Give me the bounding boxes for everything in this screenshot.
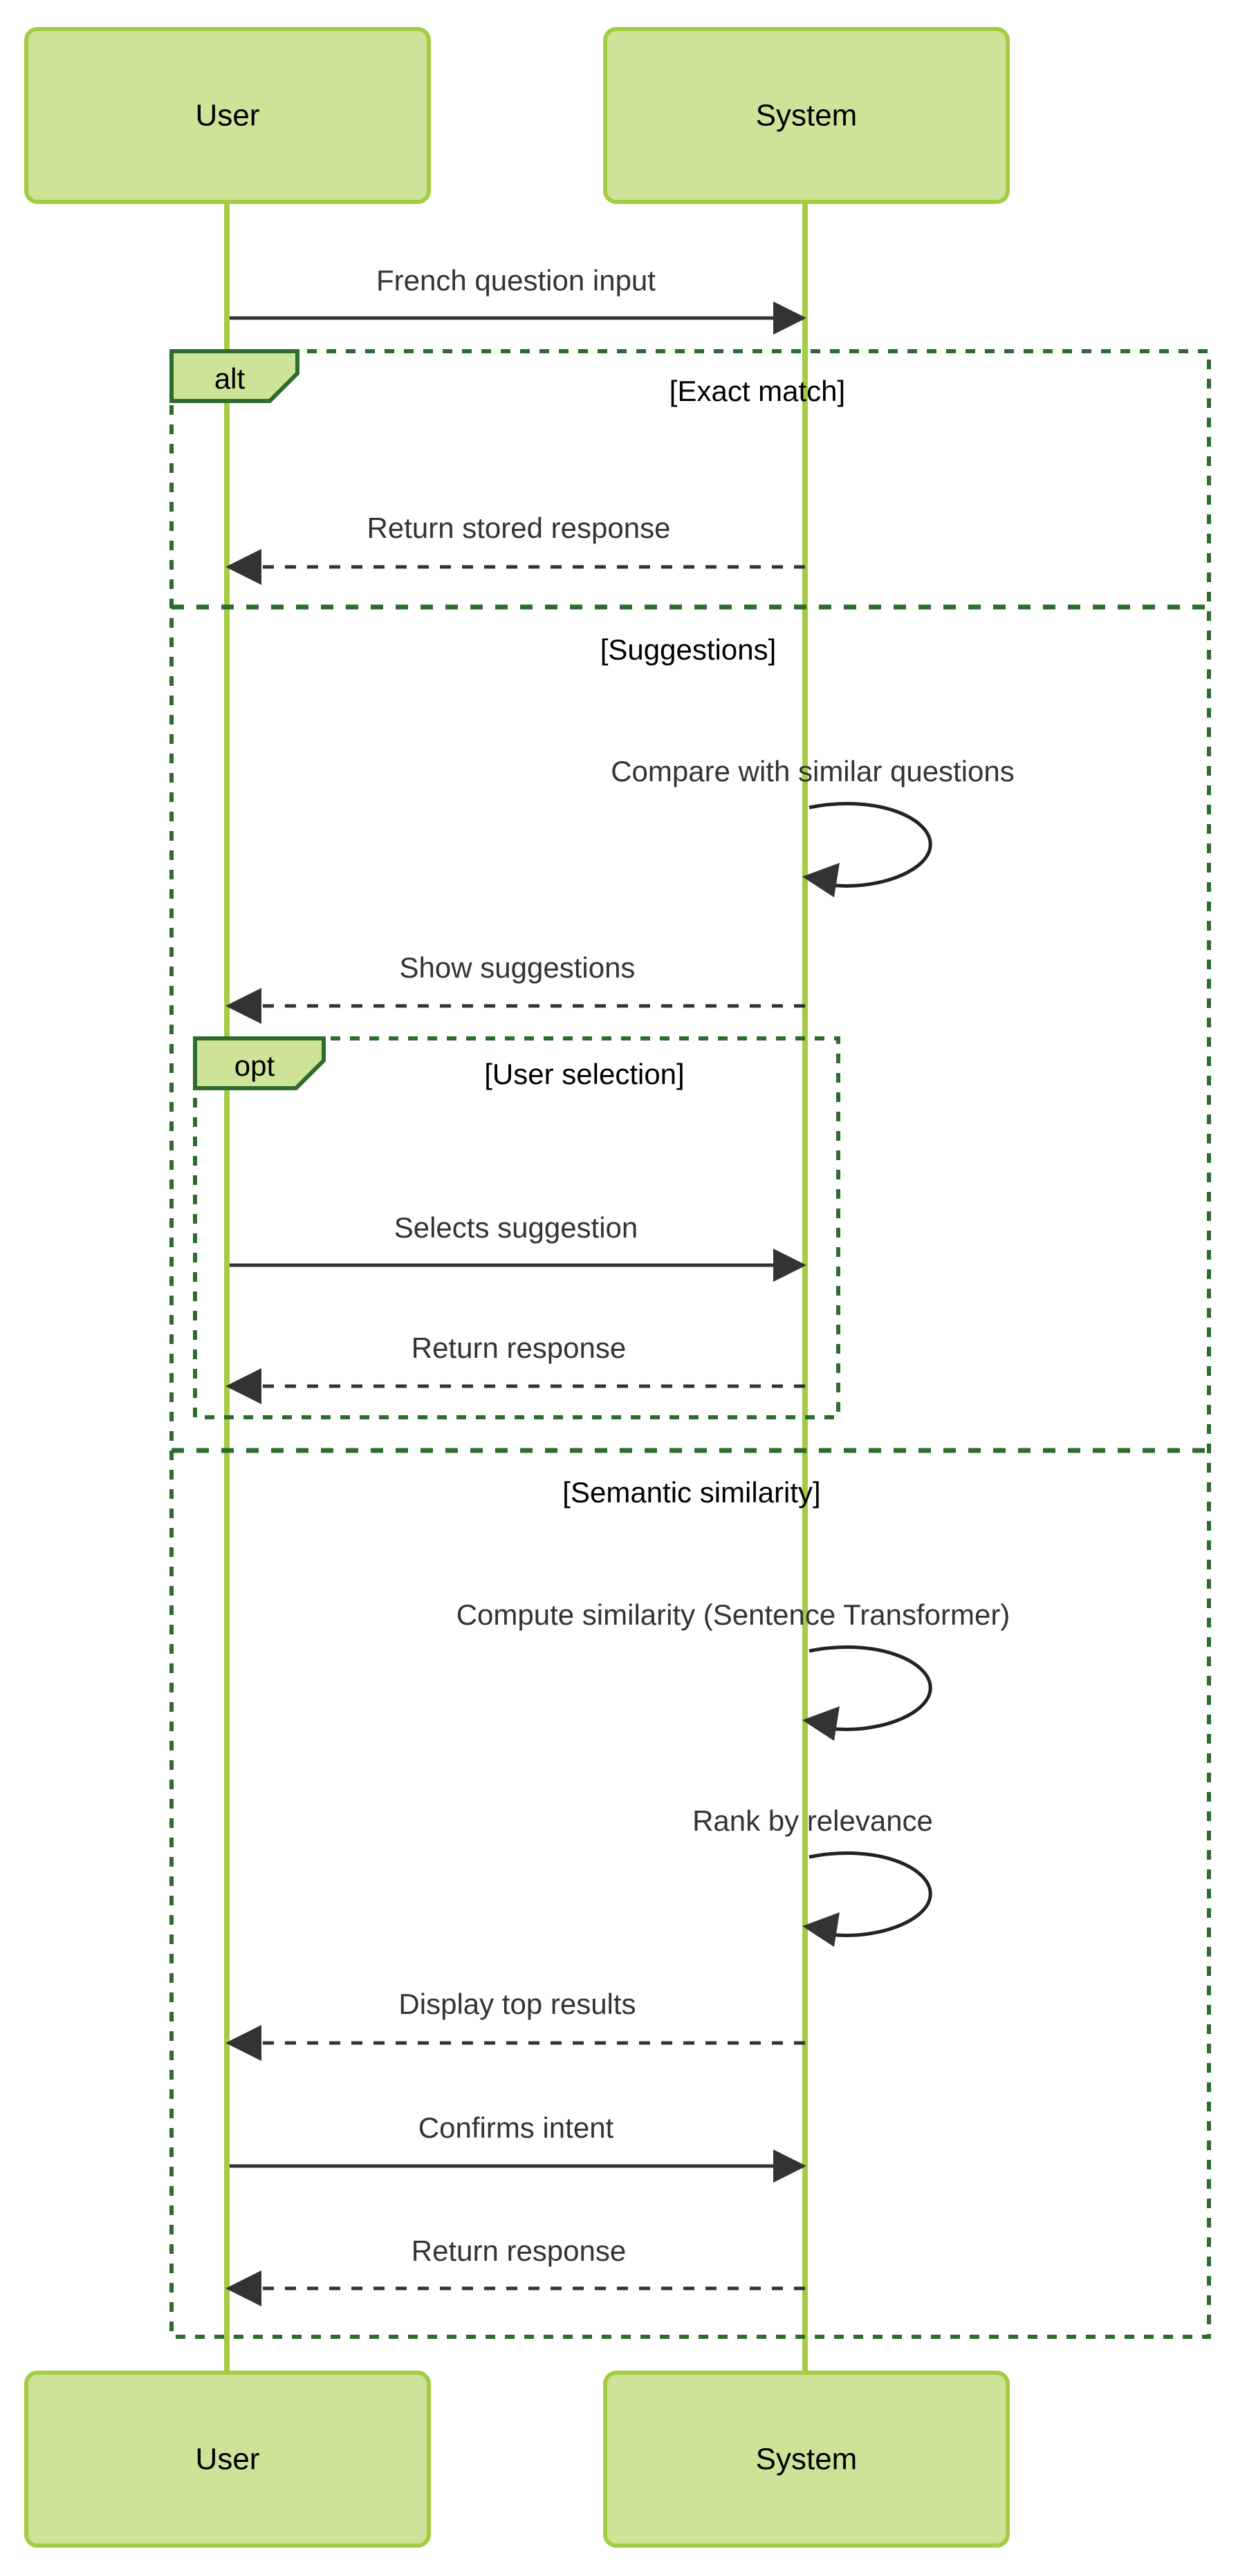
arrowhead-left-return-stored-response xyxy=(225,549,261,585)
fragment-frame-alt xyxy=(169,349,1211,2339)
participant-box-system-bottom[interactable]: System xyxy=(603,2371,1010,2548)
message-label-return-response-opt: Return response xyxy=(412,1332,627,1364)
top-participants-group: User System xyxy=(24,27,1010,204)
arrowhead-left-show-suggestions xyxy=(225,988,261,1024)
message-selects-suggestion: Selects suggestion xyxy=(230,1211,806,1282)
message-label-confirms-intent: Confirms intent xyxy=(418,2111,614,2144)
message-compare-with-similar-questions: Compare with similar questions xyxy=(611,755,1015,897)
message-label-selects-suggestion: Selects suggestion xyxy=(394,1211,638,1244)
fragment-tab-opt-shape xyxy=(193,1036,326,1090)
lifelines-group xyxy=(224,200,808,2371)
participant-box-system-top[interactable]: System xyxy=(603,27,1010,204)
arrowhead-left-return-response-opt xyxy=(225,1368,261,1404)
arrowhead-right-selects-suggestion xyxy=(773,1249,806,1282)
participant-label-user-top: User xyxy=(196,99,260,133)
self-loop-compare-with-similar-questions xyxy=(809,801,932,888)
participant-label-system-bottom: System xyxy=(756,2443,858,2476)
arrowhead-self-compute-similarity xyxy=(802,1706,840,1741)
self-loop-rank-by-relevance xyxy=(809,1851,932,1937)
arrowhead-self-compare-with-similar-questions xyxy=(802,863,840,897)
message-french-question-input: French question input xyxy=(230,264,806,335)
participant-rect-user-top[interactable] xyxy=(24,27,431,204)
participant-label-system-top: System xyxy=(756,99,858,133)
message-return-response-final: Return response xyxy=(225,2234,805,2306)
message-return-stored-response: Return stored response xyxy=(225,512,805,585)
fragment-opt-user-selection: opt [User selection] Selects suggestion … xyxy=(193,1036,840,1419)
participant-box-user-bottom[interactable]: User xyxy=(24,2371,431,2548)
fragment-tab-alt-label: alt xyxy=(214,362,246,395)
arrowhead-right-confirms-intent xyxy=(773,2149,806,2183)
message-label-compute-similarity: Compute similarity (Sentence Transformer… xyxy=(456,1598,1010,1631)
message-rank-by-relevance: Rank by relevance xyxy=(692,1804,933,1947)
arrowhead-self-rank-by-relevance xyxy=(802,1912,840,1947)
fragment-tab-alt-shape xyxy=(169,349,299,403)
fragment-frame-opt xyxy=(193,1036,840,1419)
participant-rect-system-bottom[interactable] xyxy=(603,2371,1010,2548)
self-loop-compute-similarity xyxy=(809,1645,932,1731)
message-label-show-suggestions: Show suggestions xyxy=(400,951,636,984)
message-label-rank-by-relevance: Rank by relevance xyxy=(692,1804,933,1837)
participant-rect-user-bottom[interactable] xyxy=(24,2371,431,2548)
arrowhead-left-display-top-results xyxy=(225,2025,261,2061)
message-label-compare-with-similar-questions: Compare with similar questions xyxy=(611,755,1015,787)
fragment-alt-main: alt [Exact match] Return stored response… xyxy=(169,349,1211,2339)
message-return-response-opt: Return response xyxy=(225,1332,805,1404)
message-label-return-stored-response: Return stored response xyxy=(367,512,671,544)
arrowhead-left-return-response-final xyxy=(225,2270,261,2306)
arrowhead-right-french-question-input xyxy=(773,301,806,335)
fragment-condition-suggestions: [Suggestions] xyxy=(600,633,777,666)
message-label-french-question-input: French question input xyxy=(376,264,656,297)
participant-label-user-bottom: User xyxy=(196,2443,260,2476)
participant-rect-system-top[interactable] xyxy=(603,27,1010,204)
bottom-participants-group: User System xyxy=(24,2371,1010,2548)
fragment-condition-exact-match: [Exact match] xyxy=(669,375,845,407)
message-confirms-intent: Confirms intent xyxy=(230,2111,806,2183)
message-compute-similarity: Compute similarity (Sentence Transformer… xyxy=(456,1598,1010,1741)
message-display-top-results: Display top results xyxy=(225,1988,805,2061)
fragment-condition-user-selection: [User selection] xyxy=(484,1058,684,1090)
message-label-display-top-results: Display top results xyxy=(398,1988,636,2020)
fragment-tab-opt-label: opt xyxy=(234,1049,275,1082)
message-label-return-response-final: Return response xyxy=(412,2234,627,2267)
fragment-condition-semantic-similarity: [Semantic similarity] xyxy=(562,1476,820,1509)
participant-box-user-top[interactable]: User xyxy=(24,27,431,204)
message-show-suggestions: Show suggestions xyxy=(225,951,805,1024)
